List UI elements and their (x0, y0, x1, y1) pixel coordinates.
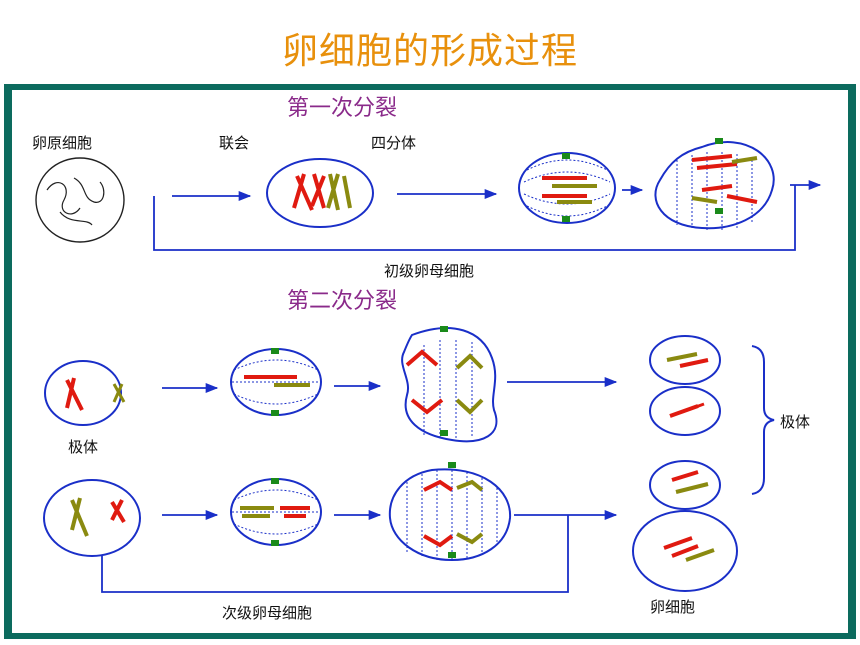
primary-oocyte-bracket (153, 185, 796, 251)
diagram-panel: 第一次分裂 卵原细胞 联会 四分体 初级卵母细 (12, 90, 848, 633)
polar-metaphase2-cell (230, 348, 322, 416)
oogenesis-diagram: 第一次分裂 卵原细胞 联会 四分体 初级卵母细 (32, 96, 822, 622)
secondary-oocyte-bracket (101, 515, 569, 593)
primary-oocyte-label: 初级卵母细胞 (384, 262, 474, 280)
oocyte-anaphase2-cell (388, 462, 512, 562)
oogonium-cell (35, 157, 125, 243)
polar-anaphase2-cell (401, 326, 498, 443)
polar-bodies-label: 极体 (780, 413, 810, 431)
meiosis2-heading: 第二次分裂 (287, 289, 397, 314)
polar-body-3 (649, 460, 721, 510)
secondary-oocyte-cell (43, 479, 141, 557)
egg-cell (632, 510, 738, 592)
anaphase1-cell (654, 138, 775, 230)
oogonium-label: 卵原细胞 (32, 134, 92, 152)
polar-bodies-brace (751, 345, 775, 495)
egg-cell-label: 卵细胞 (650, 598, 695, 616)
meiosis1-heading: 第一次分裂 (287, 96, 397, 121)
slide-title: 卵细胞的形成过程 (281, 31, 578, 72)
polar-body-label: 极体 (68, 438, 98, 456)
polar-body-2 (649, 386, 721, 436)
metaphase1-cell (518, 152, 616, 224)
tetrad-label: 四分体 (371, 134, 416, 152)
synapsis-cell (266, 158, 374, 228)
synapsis-label: 联会 (219, 134, 249, 152)
secondary-oocyte-label: 次级卵母细胞 (222, 604, 312, 622)
first-polar-body-cell (44, 360, 126, 426)
polar-body-1 (649, 335, 721, 385)
oocyte-metaphase2-cell (230, 478, 322, 546)
